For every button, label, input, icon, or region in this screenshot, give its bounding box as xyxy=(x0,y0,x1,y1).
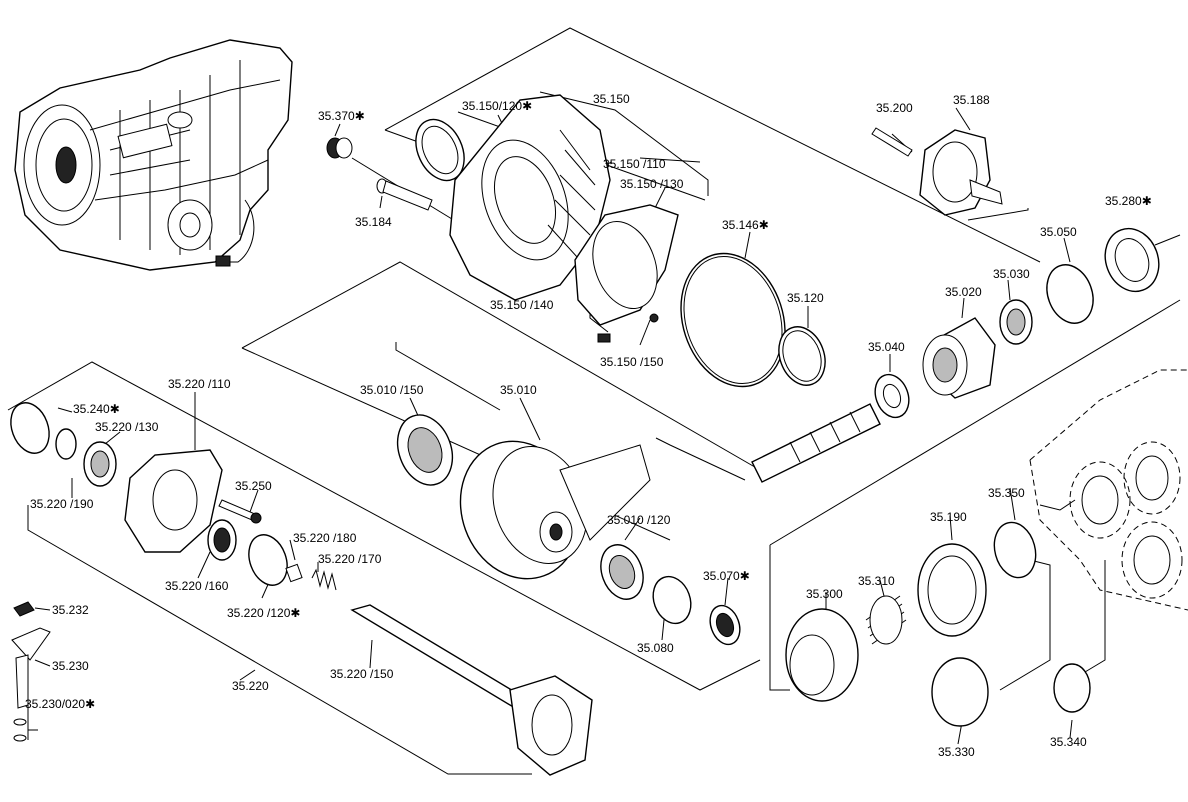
part-35-280-seal xyxy=(1104,227,1160,293)
label-35-220-160: 35.220 /160 xyxy=(165,579,229,593)
part-35-150-150-screw xyxy=(649,313,659,323)
part-35-220-190-ring xyxy=(55,428,77,460)
label-35-240: 35.240✱ xyxy=(73,402,120,416)
label-35-220-180: 35.220 /180 xyxy=(293,531,357,545)
label-35-184: 35.184 xyxy=(355,215,392,229)
label-35-370: 35.370✱ xyxy=(318,109,365,123)
part-labels: 35.370✱ 35.150/120✱ 35.150 35.150 /110 3… xyxy=(25,92,1152,759)
label-35-080: 35.080 xyxy=(637,641,674,655)
label-35-280: 35.280✱ xyxy=(1105,194,1152,208)
label-35-220-150: 35.220 /150 xyxy=(330,667,394,681)
part-35-150-housing xyxy=(449,94,611,301)
part-35-370-cap xyxy=(326,137,353,159)
label-35-150-130: 35.150 /130 xyxy=(620,177,684,191)
label-35-020: 35.020 xyxy=(945,285,982,299)
part-35-220-150-shaft xyxy=(350,604,593,776)
part-35-220-110-cover xyxy=(124,449,223,553)
part-35-190-bearing xyxy=(917,543,987,637)
part-35-200-bolt xyxy=(871,127,913,157)
label-35-150-110: 35.150 /110 xyxy=(603,157,666,171)
label-35-220-120: 35.220 /120✱ xyxy=(227,606,300,620)
part-35-150-120-ring xyxy=(415,118,465,182)
part-35-080-ring xyxy=(652,575,692,625)
part-35-220-120-ring xyxy=(248,534,288,586)
label-35-070: 35.070✱ xyxy=(703,569,750,583)
label-35-146: 35.146✱ xyxy=(722,218,769,232)
label-35-010-120: 35.010 /120 xyxy=(607,513,671,527)
label-35-150: 35.150 xyxy=(593,92,630,106)
part-35-150-140-clip xyxy=(597,333,611,343)
part-35-040-washer xyxy=(874,373,910,419)
label-35-188: 35.188 xyxy=(953,93,990,107)
part-35-220-180-plug xyxy=(285,563,303,583)
label-35-250: 35.250 xyxy=(235,479,272,493)
part-35-220-160-seal xyxy=(207,519,237,561)
label-35-030: 35.030 xyxy=(993,267,1030,281)
label-35-330: 35.330 xyxy=(938,745,975,759)
label-35-220-110: 35.220 /110 xyxy=(168,377,231,391)
part-35-220-170-spring xyxy=(311,568,337,591)
part-35-230-sensor xyxy=(11,627,51,709)
label-35-150-140: 35.150 /140 xyxy=(490,298,554,312)
part-35-230-020-o-rings xyxy=(13,718,27,742)
part-35-150-130-shield xyxy=(574,204,679,326)
label-35-040: 35.040 xyxy=(868,340,905,354)
label-35-340: 35.340 xyxy=(1050,735,1087,749)
label-35-230: 35.230 xyxy=(52,659,89,673)
label-35-010-150: 35.010 /150 xyxy=(360,383,424,397)
part-35-232-cap xyxy=(13,601,35,617)
part-35-020-bearing xyxy=(922,317,996,399)
label-35-232: 35.232 xyxy=(52,603,89,617)
shaft-splined xyxy=(751,403,881,483)
part-35-220-130-seal xyxy=(83,441,117,487)
label-35-050: 35.050 xyxy=(1040,225,1077,239)
label-35-350: 35.350 xyxy=(988,486,1025,500)
part-35-184-bolt xyxy=(376,178,433,211)
label-35-300: 35.300 xyxy=(806,587,843,601)
part-35-010-150-bearing xyxy=(396,414,454,486)
part-35-350-ring xyxy=(993,521,1037,579)
housing-right-dashed xyxy=(1029,369,1188,611)
part-35-070-seal xyxy=(709,604,741,646)
part-35-050-circlip xyxy=(1046,264,1094,324)
label-35-310: 35.310 xyxy=(858,574,895,588)
part-35-188-flange xyxy=(919,129,1003,216)
part-35-310-spring xyxy=(865,595,907,645)
part-35-330-ring xyxy=(931,657,989,727)
label-35-120: 35.120 xyxy=(787,291,824,305)
label-35-220-190: 35.220 /190 xyxy=(30,497,94,511)
transmission-assembly-illustration xyxy=(14,39,293,271)
part-35-300-gear xyxy=(785,608,859,702)
label-35-150-120: 35.150/120✱ xyxy=(462,99,532,113)
part-35-340-ring xyxy=(1053,663,1091,713)
label-35-220-170: 35.220 /170 xyxy=(318,552,382,566)
part-35-146-o-ring xyxy=(680,252,786,388)
part-35-120-ring xyxy=(778,326,826,386)
label-35-150-150: 35.150 /150 xyxy=(600,355,664,369)
label-35-010: 35.010 xyxy=(500,383,537,397)
part-35-010-120-bearing xyxy=(600,544,644,600)
label-35-230-020: 35.230/020✱ xyxy=(25,697,95,711)
label-35-220-130: 35.220 /130 xyxy=(95,420,159,434)
label-35-220: 35.220 xyxy=(232,679,269,693)
label-35-190: 35.190 xyxy=(930,510,967,524)
part-35-030-bearing xyxy=(999,299,1033,345)
part-35-240-ring xyxy=(10,402,50,454)
label-35-200: 35.200 xyxy=(876,101,913,115)
part-35-250-bolt xyxy=(218,499,262,524)
part-35-010-differential xyxy=(459,440,651,580)
